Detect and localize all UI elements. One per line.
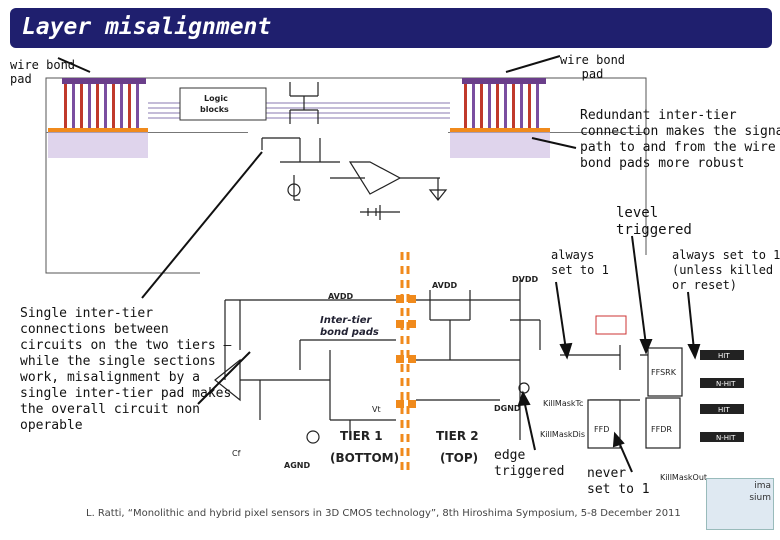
- killmaskdis-label: KillMaskDis: [540, 430, 585, 439]
- pad-stripe: [120, 84, 123, 128]
- pad-stripe: [104, 84, 107, 128]
- nhit-label-1: N-HIT: [716, 380, 736, 388]
- wire-bond-left-label: wire bond pad: [10, 58, 76, 86]
- right-wire-bond-pad-stack: [450, 78, 550, 158]
- never-set-label: never set to 1: [587, 466, 650, 497]
- pad-stripe: [64, 84, 67, 128]
- hit-label-1: HIT: [718, 352, 730, 360]
- svg-text:bond pads: bond pads: [320, 327, 379, 338]
- tier1-label: TIER 1: [340, 429, 383, 443]
- top-label: (TOP): [440, 451, 478, 465]
- tier2-label: TIER 2: [436, 429, 479, 443]
- pad-stripe: [512, 84, 515, 128]
- ffdr-box: [645, 397, 681, 449]
- left-wire-bond-pad-stack: [48, 78, 148, 158]
- title-bar: Layer misalignment: [10, 8, 772, 48]
- slide-title: Layer misalignment: [22, 14, 272, 40]
- flip-flops: [587, 347, 683, 449]
- annotation-arrows: [57, 55, 701, 473]
- cf-label: Cf: [232, 449, 241, 458]
- always-set-unless-label: always set to 1 (unless killed or reset): [672, 248, 780, 292]
- avdd-mid-label: AVDD: [432, 281, 457, 290]
- killmaskout-label: KillMaskOut: [660, 473, 707, 482]
- killmasktc-label: KillMaskTc: [543, 399, 583, 408]
- symposium-logo: ima sium: [706, 478, 774, 530]
- top-transistor-schematic: [261, 82, 448, 220]
- logic-blocks-box: [179, 87, 267, 121]
- intertier-bond-pads: [396, 295, 416, 408]
- footer-citation: L. Ratti, “Monolithic and hybrid pixel s…: [86, 508, 681, 519]
- pad-stripe: [112, 84, 115, 128]
- hit-label-2: HIT: [718, 406, 730, 414]
- vt-label: Vt: [372, 405, 381, 414]
- edge-triggered-label: edge triggered: [494, 448, 565, 479]
- wire-bond-right-label: wire bond pad: [560, 53, 626, 81]
- ffsrk-box: [647, 347, 683, 397]
- bottom-label: (BOTTOM): [330, 451, 399, 465]
- dvdd-label: DVDD: [512, 275, 538, 284]
- ffsrk-label: FFSRK: [651, 368, 677, 377]
- ffd-label: FFD: [594, 425, 609, 434]
- pad-stripe: [80, 84, 83, 128]
- level-triggered-label: level triggered: [616, 205, 692, 238]
- pad-stripe: [480, 84, 483, 128]
- always-set-label: always set to 1: [551, 248, 609, 277]
- pad-stripe: [488, 84, 491, 128]
- single-intertier-note: Single inter-tier connections between ci…: [20, 306, 232, 433]
- pad-stripe: [472, 84, 475, 128]
- bottom-circuit-wires: [214, 280, 650, 441]
- pad-stripe: [96, 84, 99, 128]
- avdd-left-label: AVDD: [328, 292, 353, 301]
- intertier-pads-label: Inter-tier: [320, 315, 372, 326]
- pad-stripe: [528, 84, 531, 128]
- logic-blocks-label: Logic: [204, 94, 228, 103]
- pad-stripe: [72, 84, 75, 128]
- pad-stripe: [496, 84, 499, 128]
- nhit-label-2: N-HIT: [716, 434, 736, 442]
- pad-stripe: [504, 84, 507, 128]
- pad-stripe: [464, 84, 467, 128]
- pad-stripe: [136, 84, 139, 128]
- svg-text:blocks: blocks: [200, 105, 229, 114]
- ffdr-label: FFDR: [651, 425, 672, 434]
- pad-stripe: [536, 84, 539, 128]
- logo-text-2: sium: [749, 493, 771, 503]
- pad-stripe: [520, 84, 523, 128]
- dgnd-label: DGND: [494, 404, 521, 413]
- pad-stripe: [88, 84, 91, 128]
- redundant-connection-note: Redundant inter-tier connection makes th…: [580, 108, 780, 171]
- pad-stripe: [128, 84, 131, 128]
- agnd-label: AGND: [284, 461, 310, 470]
- logo-text-1: ima: [754, 481, 771, 491]
